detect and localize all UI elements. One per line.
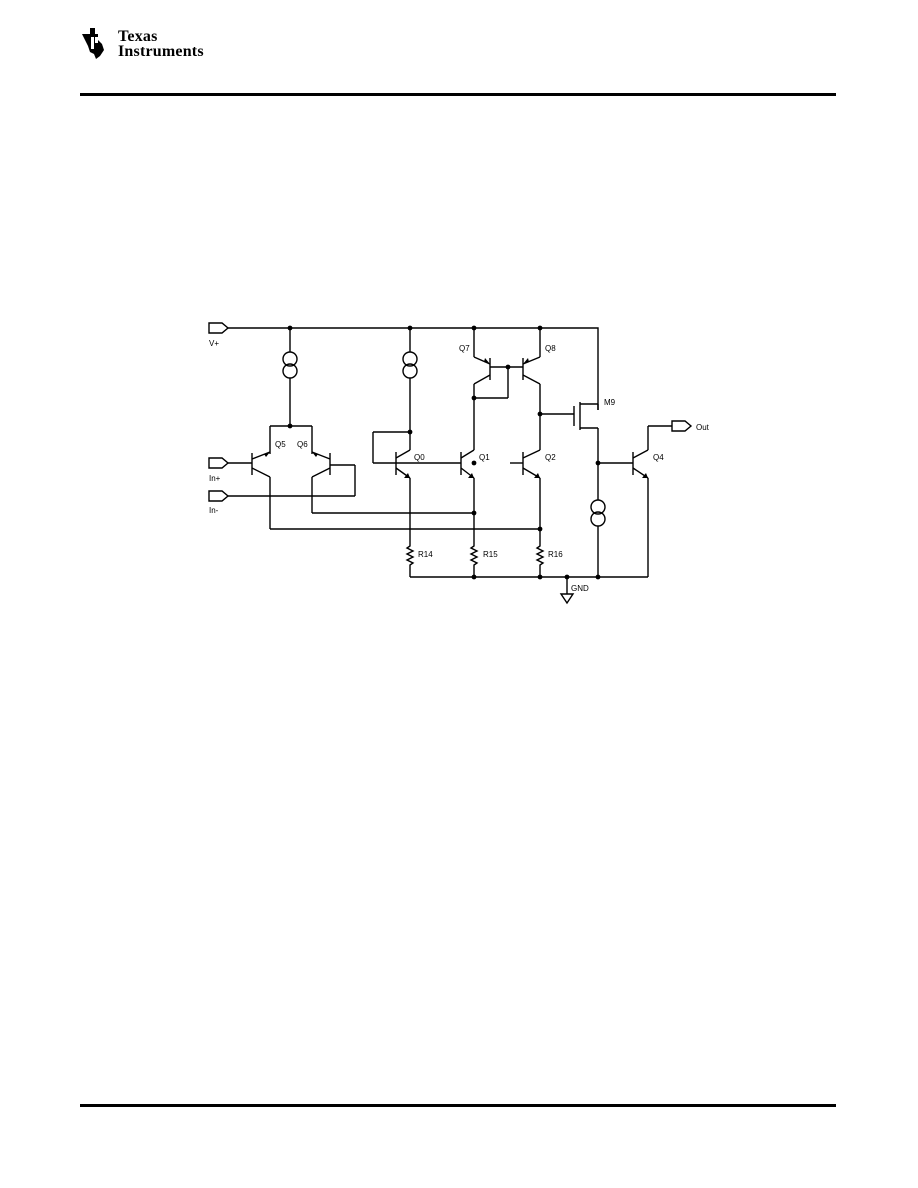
label-q7: Q7 [459, 344, 470, 353]
transistor-arrows [264, 358, 648, 478]
schematic-wires [228, 327, 672, 605]
label-q1: Q1 [479, 453, 490, 462]
port-symbols [208, 322, 693, 502]
label-q2: Q2 [545, 453, 556, 462]
label-q6: Q6 [297, 440, 308, 449]
label-vplus: V+ [209, 339, 219, 348]
port-inminus [208, 490, 230, 502]
port-out [671, 420, 693, 432]
junction-dots [287, 325, 601, 580]
ti-logo-icon [82, 28, 104, 59]
label-out: Out [696, 423, 710, 432]
port-vplus [208, 322, 230, 334]
label-gnd: GND [571, 584, 589, 593]
texas-instruments-logo: Texas Instruments [80, 26, 230, 62]
port-inplus [208, 457, 230, 469]
label-q5: Q5 [275, 440, 286, 449]
label-inminus: In- [209, 506, 219, 515]
label-r14: R14 [418, 550, 433, 559]
schematic-labels: V+ In+ In- Out GND Q5 Q6 Q0 Q1 Q2 Q7 Q8 … [209, 339, 710, 593]
logo-line-1: Texas [118, 28, 158, 45]
label-m9: M9 [604, 398, 616, 407]
label-q8: Q8 [545, 344, 556, 353]
label-inplus: In+ [209, 474, 221, 483]
logo-wordmark: Texas Instruments [118, 28, 204, 60]
logo-line-2: Instruments [118, 43, 204, 60]
header-rule [80, 93, 836, 96]
footer-rule [80, 1104, 836, 1107]
label-r15: R15 [483, 550, 498, 559]
label-q0: Q0 [414, 453, 425, 462]
label-r16: R16 [548, 550, 563, 559]
label-q4: Q4 [653, 453, 664, 462]
